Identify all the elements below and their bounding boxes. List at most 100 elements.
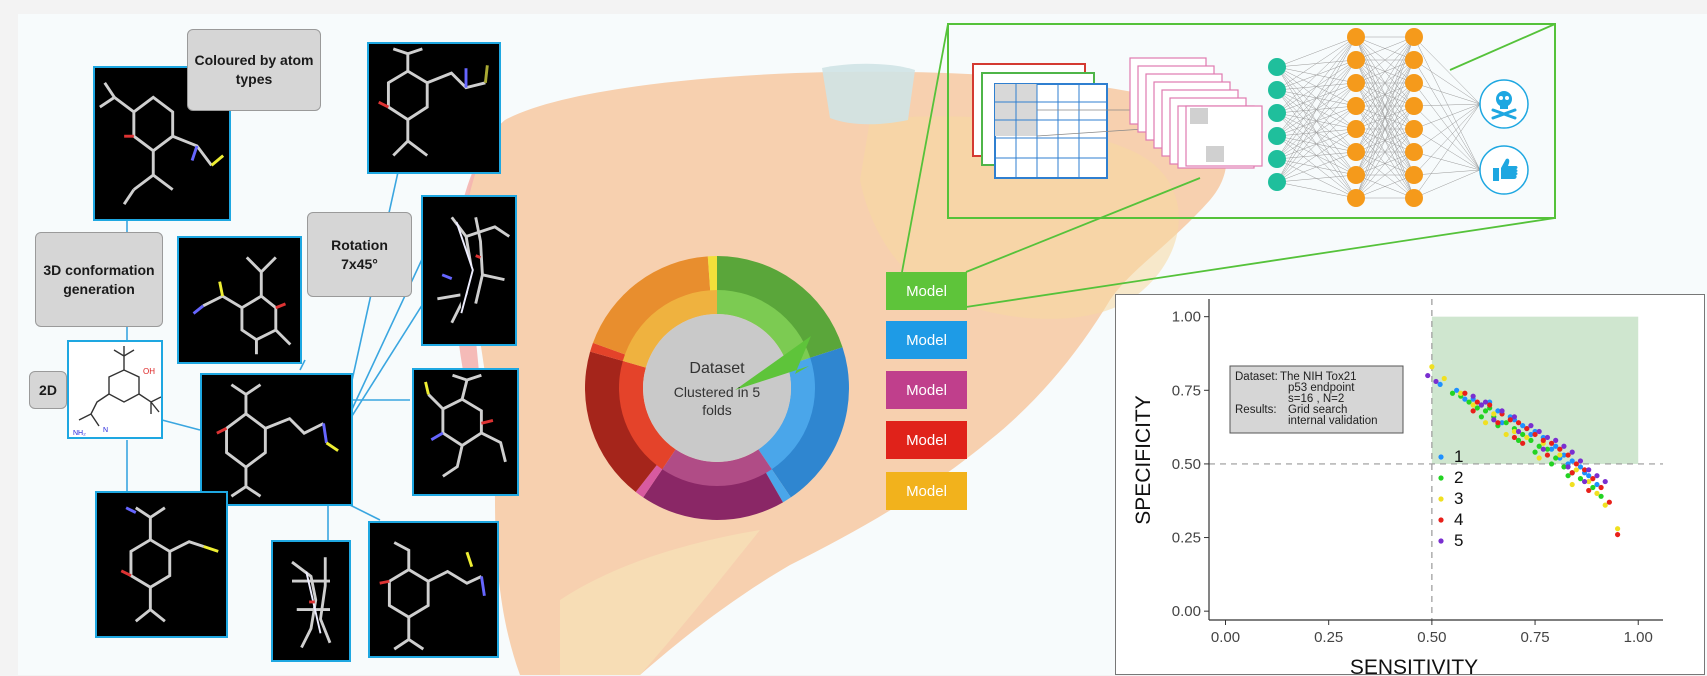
hidden-node	[1347, 97, 1365, 115]
skull-crossbones-icon	[1491, 91, 1517, 120]
fold-orange-outer	[592, 256, 711, 356]
dataset-center-circle	[643, 314, 791, 462]
fold-red-outer	[585, 351, 658, 493]
data-point-series-3	[1557, 452, 1563, 458]
data-point-series-5	[1491, 417, 1497, 423]
data-point-series-2	[1561, 464, 1567, 470]
data-point-series-4	[1590, 476, 1596, 482]
cnn-panel	[947, 23, 1556, 219]
data-point-series-5	[1577, 458, 1584, 464]
data-point-series-5	[1528, 423, 1534, 429]
data-point-series-5	[1586, 467, 1592, 473]
data-point-series-1	[1437, 381, 1443, 388]
fold-green-outer	[717, 256, 843, 359]
fold-red-edge	[590, 342, 627, 362]
data-point-series-3	[1441, 375, 1447, 382]
data-point-series-4	[1487, 402, 1493, 408]
data-point-series-1	[1577, 464, 1584, 470]
input-node	[1268, 173, 1286, 191]
data-point-series-4	[1474, 399, 1480, 405]
legend-swatch	[1438, 517, 1444, 523]
data-point-series-1	[1548, 446, 1555, 452]
hidden-node	[1405, 189, 1423, 207]
fold-blue-outer	[770, 347, 849, 498]
data-point-series-4	[1511, 434, 1518, 441]
data-point-series-4	[1573, 461, 1579, 467]
model-box-2: Model	[886, 321, 967, 359]
data-point-series-3	[1536, 455, 1542, 461]
data-point-series-2	[1449, 390, 1456, 396]
data-point-series-5	[1499, 408, 1505, 414]
data-point-series-5	[1553, 437, 1559, 443]
data-point-series-4	[1470, 408, 1476, 414]
hidden-node	[1405, 28, 1423, 46]
data-point-series-3	[1569, 481, 1575, 488]
data-point-series-2	[1532, 449, 1538, 455]
data-point-series-5	[1478, 402, 1484, 408]
hidden-node	[1405, 166, 1423, 184]
data-point-series-2	[1548, 461, 1555, 467]
annotation-results-label: Results:	[1235, 404, 1277, 416]
model-box-3: Model	[886, 371, 967, 409]
hidden-node	[1347, 189, 1365, 207]
hidden-node	[1405, 120, 1423, 138]
hidden-node	[1347, 120, 1365, 138]
label-3d-conformation-generation: 3D conformation generation	[35, 232, 163, 327]
molecule-image-rotation-3	[421, 195, 517, 346]
data-point-series-5	[1544, 434, 1551, 441]
data-point-series-3	[1511, 428, 1518, 435]
legend-swatch	[1438, 496, 1444, 502]
y-axis-title: SPECIFICITY	[1132, 395, 1155, 525]
fold-yellow-outer	[707, 256, 717, 293]
legend-swatch	[1438, 454, 1444, 460]
data-point-series-4	[1524, 425, 1530, 432]
data-point-series-3	[1503, 431, 1509, 438]
data-point-series-5	[1433, 378, 1439, 385]
fold-green-inner	[717, 290, 811, 366]
dataset-title: Dataset	[689, 360, 745, 377]
data-point-series-2	[1520, 431, 1526, 438]
annotation-box	[1229, 365, 1404, 434]
hidden-node	[1347, 74, 1365, 92]
hidden-node	[1347, 51, 1365, 69]
hidden-node	[1347, 28, 1365, 46]
input-node	[1268, 81, 1286, 99]
x-tick-label: 0.25	[1314, 629, 1343, 646]
input-node	[1268, 58, 1286, 76]
fold-blue-edge	[765, 467, 791, 503]
legend-swatch	[1438, 538, 1444, 544]
data-point-series-5	[1482, 399, 1489, 405]
fold-arrow	[735, 336, 811, 390]
x-tick-label: 0.00	[1211, 629, 1240, 646]
legend-label: 4	[1454, 510, 1463, 529]
data-point-series-4	[1462, 390, 1468, 396]
data-point-series-1	[1495, 408, 1501, 414]
data-point-series-4	[1606, 499, 1612, 505]
data-point-series-5	[1594, 473, 1600, 479]
hidden-node	[1405, 51, 1423, 69]
data-point-series-1	[1499, 420, 1505, 426]
data-point-series-1	[1462, 396, 1468, 402]
data-point-series-4	[1586, 487, 1592, 494]
model-box-4: Model	[886, 421, 967, 459]
data-point-series-3	[1470, 402, 1476, 408]
legend-label: 2	[1454, 468, 1463, 487]
input-grids	[972, 63, 1191, 179]
data-point-series-1	[1586, 473, 1592, 479]
molecule-image-rotation-2	[177, 236, 302, 364]
input-node	[1268, 127, 1286, 145]
fold-purple-inner	[662, 449, 772, 486]
data-point-series-4	[1544, 452, 1551, 458]
svg-text:OH: OH	[143, 367, 155, 376]
data-point-series-5	[1536, 428, 1542, 435]
data-point-series-3	[1524, 434, 1530, 441]
x-axis-title: SENSITIVITY	[1350, 656, 1478, 676]
y-tick-label: 0.25	[1172, 530, 1201, 547]
data-point-series-3	[1491, 411, 1497, 417]
hidden-node	[1405, 97, 1423, 115]
data-point-series-2	[1478, 414, 1484, 420]
data-point-series-2	[1482, 408, 1489, 414]
label-2d: 2D	[29, 371, 67, 409]
data-point-series-5	[1569, 449, 1575, 455]
